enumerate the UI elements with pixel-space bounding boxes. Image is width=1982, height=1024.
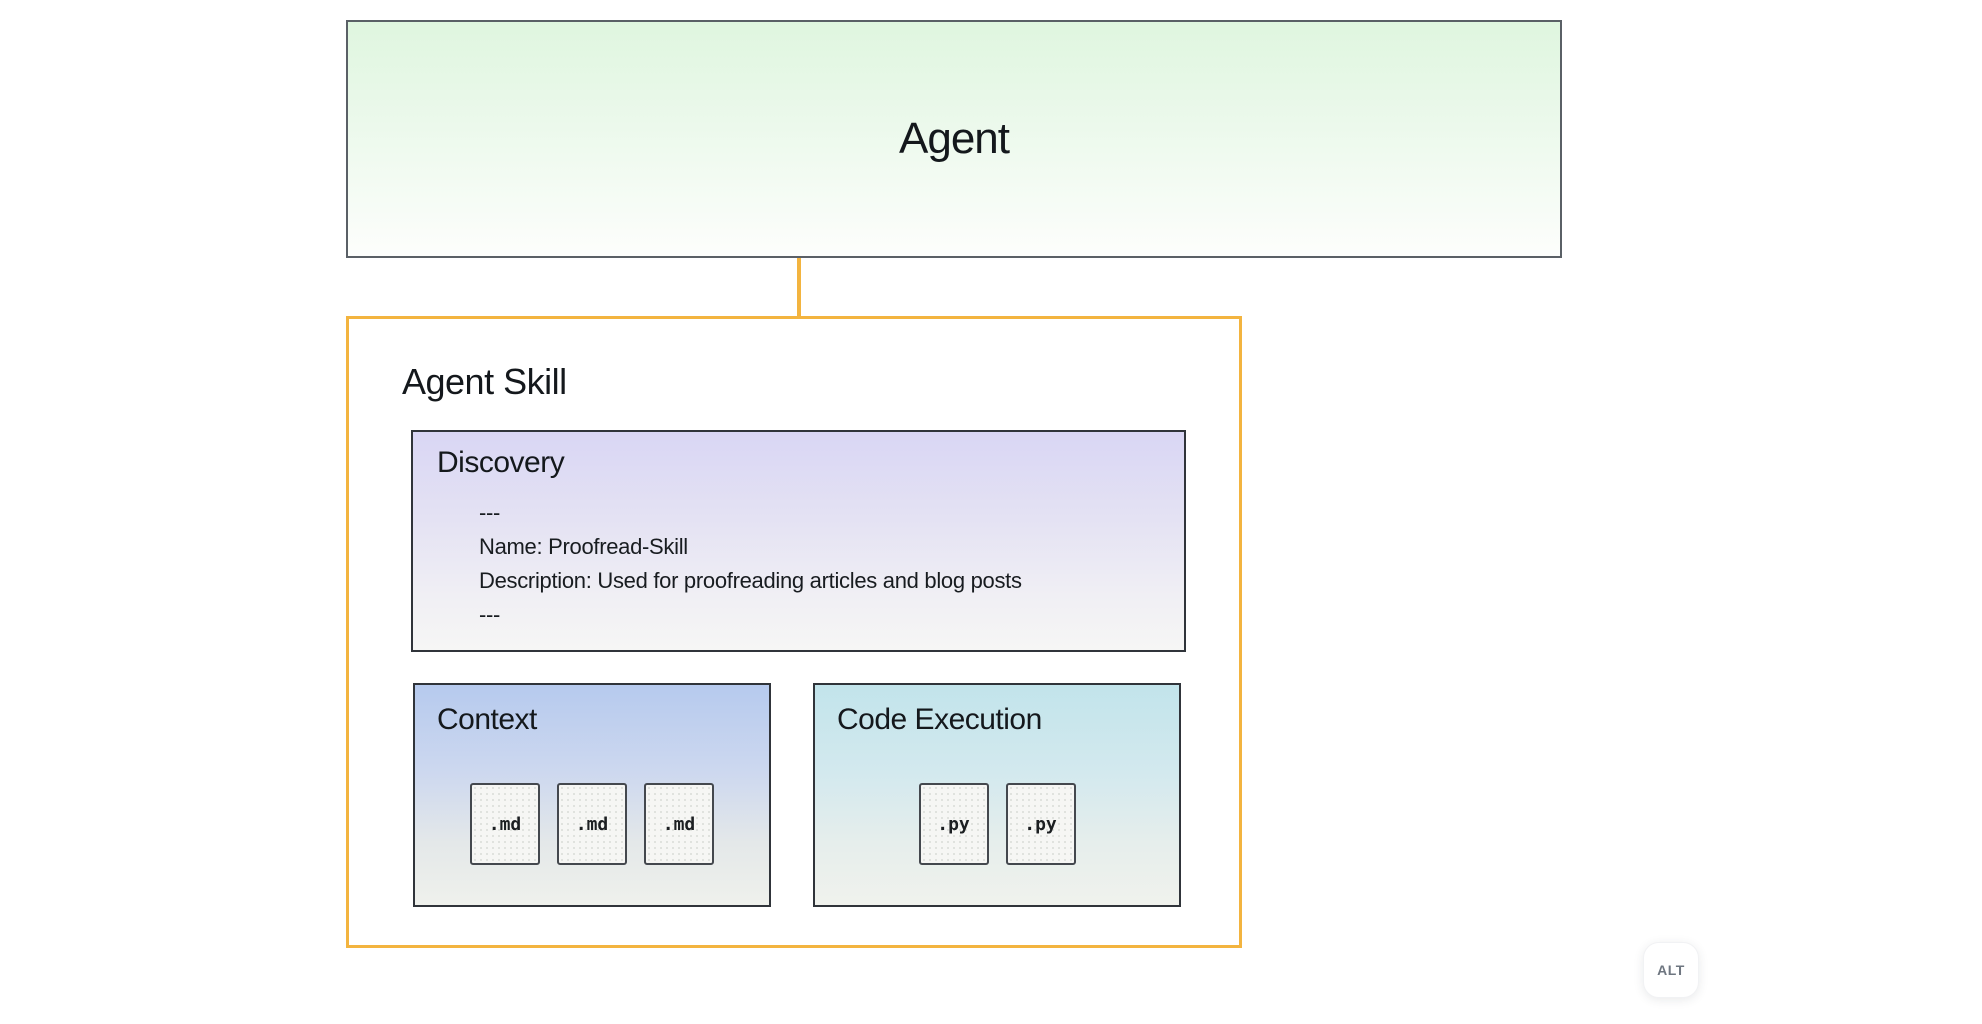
- discovery-node: Discovery --- Name: Proofread-Skill Desc…: [411, 430, 1186, 652]
- context-title: Context: [437, 703, 537, 736]
- md-file-icon: .md: [644, 783, 714, 865]
- py-file-label: .py: [1024, 813, 1057, 835]
- code-execution-node: Code Execution .py .py: [813, 683, 1181, 907]
- py-file-label: .py: [937, 813, 970, 835]
- frontmatter-delimiter-bottom: ---: [479, 602, 501, 627]
- context-file-row: .md .md .md: [415, 783, 769, 865]
- agent-skill-title: Agent Skill: [402, 361, 567, 402]
- md-file-label: .md: [488, 813, 522, 835]
- alt-text-badge-label: ALT: [1657, 962, 1685, 978]
- code-execution-title: Code Execution: [837, 703, 1042, 736]
- py-file-icon: .py: [918, 783, 989, 865]
- md-file-label: .md: [575, 813, 609, 835]
- agent-node: Agent: [346, 20, 1562, 258]
- frontmatter-name-line: Name: Proofread-Skill: [479, 534, 688, 559]
- frontmatter-delimiter-top: ---: [479, 500, 501, 525]
- agent-to-skill-connector: [797, 258, 801, 317]
- agent-skill-container: Agent Skill Discovery --- Name: Proofrea…: [346, 316, 1242, 948]
- context-node: Context .md .md .md: [413, 683, 771, 907]
- code-execution-file-row: .py .py: [815, 783, 1179, 865]
- md-file-icon: .md: [557, 783, 627, 865]
- py-file-icon: .py: [1005, 783, 1076, 865]
- discovery-title: Discovery: [437, 446, 565, 479]
- md-file-icon: .md: [470, 783, 540, 865]
- frontmatter-description-line: Description: Used for proofreading artic…: [479, 568, 1022, 593]
- discovery-frontmatter: --- Name: Proofread-Skill Description: U…: [479, 496, 1022, 632]
- agent-node-label: Agent: [899, 114, 1010, 163]
- alt-text-badge[interactable]: ALT: [1643, 942, 1699, 998]
- md-file-label: .md: [662, 813, 696, 835]
